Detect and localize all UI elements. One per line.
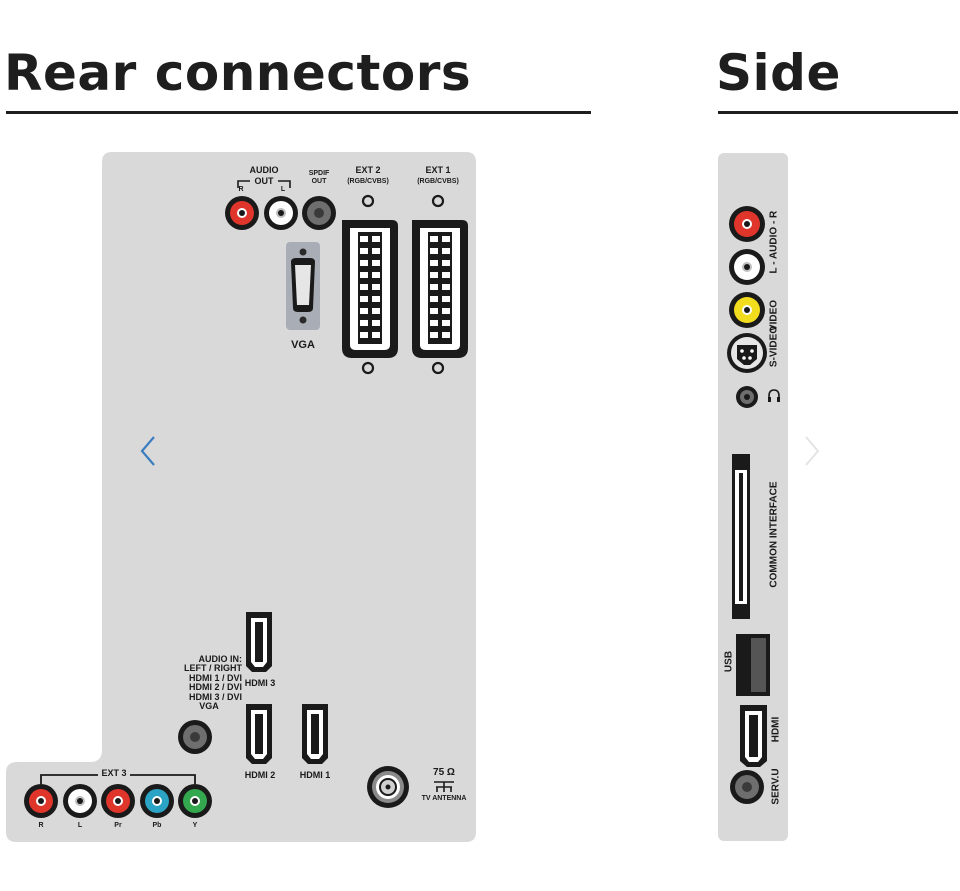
audio-in-line: AUDIO IN:	[198, 654, 243, 664]
rear-heading-rule	[6, 111, 591, 114]
ext3-y-label: Y	[192, 822, 198, 829]
side-svideo-label: S-VIDEO	[768, 325, 780, 368]
audio-out-title: AUDIO	[249, 165, 279, 175]
ext3-title: EXT 3	[101, 768, 127, 778]
ext3-y-jack[interactable]	[178, 784, 212, 818]
usb-port[interactable]	[736, 634, 770, 696]
audio-out-bracket	[237, 180, 291, 188]
hdmi2-label: HDMI 2	[244, 770, 276, 780]
chevron-right-icon[interactable]	[800, 434, 824, 468]
ext3-l-jack[interactable]	[63, 784, 97, 818]
usb-label: USB	[723, 650, 735, 673]
ext2-scart-connector[interactable]	[342, 194, 398, 375]
audio-out-l-jack[interactable]	[264, 196, 298, 230]
rear-top-connectors	[225, 194, 468, 375]
audio-out-l-label: L	[280, 186, 286, 193]
ext3-bracket	[40, 774, 196, 784]
chevron-left-icon[interactable]	[136, 434, 160, 468]
antenna-symbol-icon	[434, 781, 454, 792]
side-heading-rule	[718, 111, 958, 114]
ext3-pr-label: Pr	[114, 822, 122, 829]
ext3-r-jack[interactable]	[24, 784, 58, 818]
spdif-label-2: OUT	[311, 178, 327, 185]
rear-bottom-connectors	[24, 612, 454, 818]
serv-u-jack[interactable]	[730, 770, 764, 804]
ext3-l-label: L	[77, 822, 83, 829]
rear-connectors-heading: Rear connectors	[4, 44, 472, 102]
side-audio-l-jack[interactable]	[729, 249, 765, 285]
spdif-label-1: SPDIF	[308, 170, 330, 177]
vga-connector[interactable]	[286, 242, 320, 330]
ext2-sub: (RGB/CVBS)	[347, 178, 389, 185]
audio-in-label: AUDIO IN: LEFT / RIGHT HDMI 1 / DVI HDMI…	[150, 654, 243, 712]
audio-in-line: LEFT / RIGHT	[184, 663, 242, 674]
side-headphone-jack[interactable]	[736, 386, 758, 408]
common-interface-slot[interactable]	[732, 454, 750, 619]
audio-in-line: HDMI 3 / DVI	[188, 691, 242, 702]
hdmi3-port[interactable]	[246, 612, 272, 672]
spdif-out-jack[interactable]	[302, 196, 336, 230]
audio-out-r-label: R	[238, 186, 244, 193]
serv-u-label: SERV.U	[770, 768, 782, 805]
audio-in-line: VGA	[199, 701, 219, 712]
ext1-sub: (RGB/CVBS)	[417, 178, 459, 185]
side-heading: Side	[716, 44, 841, 102]
antenna-ohm-label: 75 Ω	[433, 767, 455, 778]
headphones-icon	[768, 389, 780, 402]
ext1-title: EXT 1	[425, 165, 451, 175]
audio-in-line: HDMI 1 / DVI	[188, 672, 242, 683]
vga-label: VGA	[291, 339, 315, 351]
side-hdmi-label: HDMI	[770, 716, 782, 743]
audio-in-line: HDMI 2 / DVI	[188, 682, 242, 693]
hdmi2-port[interactable]	[246, 704, 272, 764]
ext3-pb-jack[interactable]	[140, 784, 174, 818]
side-hdmi-port[interactable]	[740, 705, 767, 767]
tv-antenna-connector[interactable]	[367, 766, 409, 808]
audio-out-sub: OUT	[254, 176, 274, 186]
side-svideo-jack[interactable]	[727, 333, 767, 373]
ext3-pb-label: Pb	[152, 822, 162, 829]
hdmi1-port[interactable]	[302, 704, 328, 764]
common-interface-label: COMMON INTERFACE	[768, 481, 780, 588]
hdmi3-label: HDMI 3	[244, 678, 276, 688]
ext2-title: EXT 2	[355, 165, 381, 175]
side-audio-r-jack[interactable]	[729, 206, 765, 242]
ext3-r-label: R	[38, 822, 44, 829]
hdmi1-label: HDMI 1	[299, 770, 331, 780]
audio-out-r-jack[interactable]	[225, 196, 259, 230]
audio-in-jack[interactable]	[178, 720, 212, 754]
ext3-pr-jack[interactable]	[101, 784, 135, 818]
side-audio-label: L - AUDIO - R	[768, 210, 780, 274]
side-video-jack[interactable]	[729, 292, 765, 328]
antenna-label: TV ANTENNA	[421, 795, 467, 802]
